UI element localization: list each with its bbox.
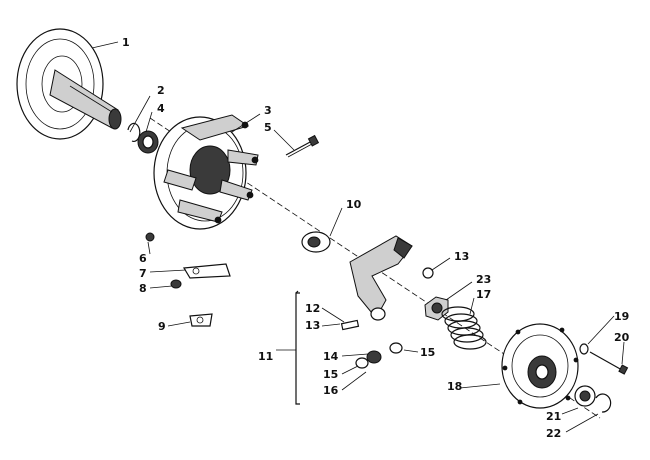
part-14-roller (366, 350, 382, 364)
part-15-washer (355, 342, 403, 369)
part-22-snap-ring (595, 393, 612, 413)
callout-13-lower: 13 (305, 319, 320, 332)
callout-23: 23 (476, 273, 491, 286)
part-5-bolt (285, 134, 320, 158)
part-23-nut (424, 296, 449, 321)
part-7-weight-arm (182, 263, 231, 279)
part-13-bushing-upper (422, 267, 434, 279)
callout-12: 12 (305, 302, 320, 315)
callout-20: 20 (614, 331, 630, 344)
part-2-snap-ring (127, 122, 141, 142)
callout-18: 18 (447, 380, 462, 393)
part-11-roller-arm (349, 235, 413, 321)
callout-labels: 1 2 4 3 5 10 6 7 8 9 13 23 17 12 13 11 1… (122, 36, 630, 440)
part-1-sheave-shaft (16, 28, 122, 140)
callout-19: 19 (614, 310, 629, 323)
part-9-clip (189, 313, 213, 327)
part-12-pin (340, 319, 360, 331)
part-18-cover (501, 323, 579, 409)
group-11-bracket (295, 290, 300, 405)
callout-5: 5 (264, 121, 272, 134)
callout-22: 22 (546, 427, 561, 440)
callout-2: 2 (157, 84, 165, 97)
callout-15-left: 15 (323, 368, 338, 381)
callout-11: 11 (258, 350, 273, 363)
part-4-bushing (137, 130, 159, 154)
part-17-spring (441, 306, 487, 350)
callout-14: 14 (323, 350, 339, 363)
callout-17: 17 (476, 288, 491, 301)
leader-lines (91, 41, 625, 433)
callout-13-upper: 13 (454, 250, 469, 263)
part-6-nut (145, 232, 155, 242)
part-8-pin (170, 279, 182, 289)
part-10-washer (301, 231, 331, 253)
callout-4: 4 (157, 102, 165, 115)
part-21-bushing (574, 385, 596, 407)
callout-21: 21 (546, 410, 561, 423)
callout-3: 3 (264, 104, 272, 117)
part-20-screw (589, 351, 629, 375)
callout-7: 7 (139, 267, 147, 280)
callout-1: 1 (122, 36, 130, 49)
callout-9: 9 (158, 320, 166, 333)
callout-8: 8 (139, 282, 147, 295)
part-19-washer (579, 343, 589, 355)
callout-6: 6 (139, 252, 147, 265)
callout-10: 10 (346, 198, 362, 211)
callout-16: 16 (323, 384, 339, 397)
part-3-clutch-spider (153, 114, 259, 230)
callout-15-right: 15 (420, 346, 435, 359)
